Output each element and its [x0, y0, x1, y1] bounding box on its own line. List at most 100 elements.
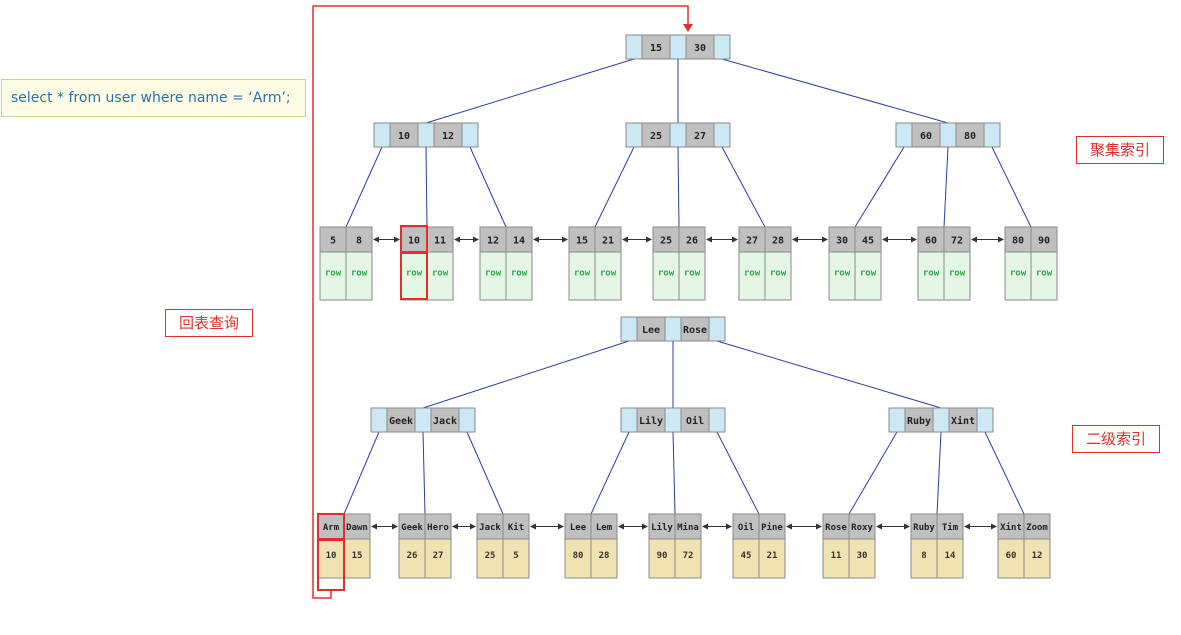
secondary-leaf-node-data	[732, 538, 760, 579]
secondary-internal-node-pointer	[370, 407, 388, 433]
clustered-leaf-node-data	[505, 251, 533, 301]
clustered-leaf-node-key-label: 5	[330, 236, 336, 247]
clustered-edge	[469, 146, 507, 228]
secondary-leaf-node-key-label: Pine	[761, 522, 783, 533]
secondary-leaf-node: Jack 25 Kit 5	[476, 513, 530, 579]
clustered-internal-node-key	[641, 122, 671, 148]
clustered-leaf-node-data	[738, 251, 766, 301]
table-lookup-label: 回表查询	[165, 309, 253, 337]
secondary-leaf-node-data	[1023, 538, 1051, 579]
clustered-root-node-pointer	[713, 34, 731, 60]
secondary-edge	[422, 340, 630, 409]
secondary-internal-node-key	[430, 407, 460, 433]
clustered-leaf-node-key-label: 10	[408, 236, 420, 247]
secondary-leaf-node-key-label: Lee	[570, 523, 587, 533]
clustered-internal-node-key	[955, 122, 985, 148]
clustered-leaf-node-data-label: row	[351, 269, 368, 279]
clustered-leaf-node-data-label: row	[923, 269, 940, 279]
secondary-leaf-node-data-label: 72	[683, 551, 694, 561]
secondary-leaf-node-key	[997, 513, 1025, 540]
clustered-edge	[721, 146, 766, 228]
secondary-leaf-node-data	[936, 538, 964, 579]
clustered-leaf-node-data	[319, 251, 347, 301]
clustered-leaf-node-data	[854, 251, 882, 301]
clustered-leaf-node-data	[479, 251, 507, 301]
secondary-internal-node-pointer	[708, 407, 726, 433]
table-lookup-path	[312, 5, 689, 599]
secondary-internal-node-key-label: Ruby	[907, 416, 931, 427]
secondary-internal-node-key	[948, 407, 978, 433]
secondary-internal-node-key	[904, 407, 934, 433]
clustered-leaf-node-key	[568, 226, 596, 253]
secondary-leaf-node-data	[398, 538, 426, 579]
clustered-leaf-node-data-label: row	[658, 269, 675, 279]
clustered-root-node-key-label: 15	[650, 43, 662, 54]
clustered-edge	[721, 58, 949, 124]
secondary-leaf-node-key-label: Jack	[479, 523, 501, 533]
secondary-leaf-node-data-label: 12	[1032, 551, 1043, 561]
clustered-leaf-node-key-label: 8	[356, 236, 362, 247]
secondary-leaf-node-key-label: Oil	[738, 522, 754, 533]
secondary-leaf-node-key-label: Kit	[508, 522, 524, 533]
secondary-internal-node-pointer	[664, 407, 682, 433]
secondary-root-node-key-label: Lee	[642, 325, 660, 336]
clustered-internal-node-pointer	[895, 122, 913, 148]
secondary-leaf-node-key-label: Dawn	[346, 523, 368, 533]
clustered-leaf-node-key	[345, 226, 373, 253]
secondary-edge	[936, 431, 942, 515]
clustered-leaf-node-data	[943, 251, 971, 301]
clustered-leaf-node-key-label: 80	[1012, 236, 1024, 247]
clustered-leaf-node-key-label: 12	[487, 236, 499, 247]
secondary-edge	[716, 431, 760, 515]
table-lookup-arrowhead	[683, 24, 693, 32]
secondary-leaf-node-data	[502, 538, 530, 579]
secondary-leaf-node-data-label: 11	[831, 551, 842, 561]
secondary-leaf-node-key-label: Mina	[677, 522, 699, 533]
clustered-root-node-pointer	[625, 34, 643, 60]
secondary-leaf-node-data	[997, 538, 1025, 579]
clustered-edge	[677, 146, 680, 228]
secondary-edge	[466, 431, 504, 515]
secondary-leaf-node-data-label: 5	[513, 551, 518, 561]
secondary-leaf-node-data-label: 60	[1006, 551, 1017, 561]
secondary-internal-node-key-label: Xint	[951, 415, 975, 427]
secondary-internal-node-key-label: Geek	[389, 416, 413, 427]
clustered-leaf-node-data	[345, 251, 373, 301]
clustered-leaf-node-key-label: 21	[602, 236, 614, 247]
clustered-leaf-node-key-label: 15	[576, 236, 588, 247]
clustered-leaf-node-data-label: row	[485, 269, 502, 279]
secondary-leaf-node-key-label: Arm	[323, 523, 340, 533]
secondary-leaf-node-key-label: Geek	[401, 523, 423, 533]
secondary-edge	[672, 431, 676, 515]
clustered-leaf-node-data-label: row	[684, 269, 701, 279]
secondary-leaf-node-key	[758, 513, 786, 540]
clustered-leaf-node-key-label: 60	[925, 236, 937, 247]
secondary-leaf-node-data-label: 27	[433, 551, 444, 561]
secondary-leaf-node-key-label: Lily	[651, 522, 673, 533]
secondary-root-node-key	[636, 316, 666, 342]
secondary-leaf-node-data-label: 25	[485, 551, 496, 561]
secondary-root-node-pointer	[664, 316, 682, 342]
secondary-edge	[984, 431, 1025, 515]
clustered-leaf-node-key	[594, 226, 622, 253]
highlight-row-10	[400, 252, 428, 300]
secondary-internal-node: Ruby Xint	[888, 407, 994, 433]
secondary-leaf-node-data-label: 10	[326, 551, 337, 561]
clustered-internal-node-key	[433, 122, 463, 148]
clustered-internal-node-key-label: 80	[964, 131, 976, 142]
clustered-leaf-node-data-label: row	[1036, 269, 1053, 279]
secondary-leaf-node-data	[758, 538, 786, 579]
clustered-leaf-node-data-label: row	[1010, 269, 1027, 279]
clustered-internal-node-pointer	[669, 122, 687, 148]
clustered-leaf-node-data	[594, 251, 622, 301]
clustered-root-node-key	[641, 34, 671, 60]
clustered-leaf-node-data	[764, 251, 792, 301]
